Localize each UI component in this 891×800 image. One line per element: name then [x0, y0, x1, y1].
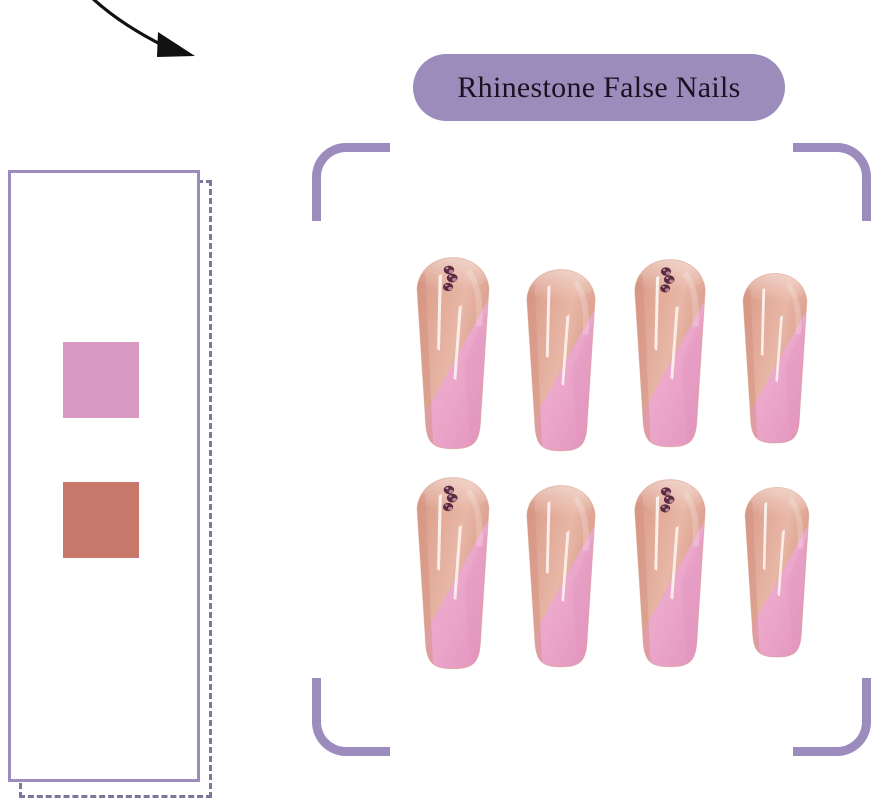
nail-tip-3-row-1: [630, 258, 710, 450]
nail-artwork: [742, 273, 808, 444]
nail-body: [526, 269, 596, 451]
nail-body: [634, 259, 706, 447]
nail-artwork: [634, 479, 706, 668]
nail-body: [526, 485, 596, 667]
rhinestone-cluster: [443, 265, 458, 292]
nail-tip-1-row-2: [412, 476, 494, 672]
nail-tip-2-row-1: [522, 268, 600, 454]
corner-bracket-bottom-right: [793, 678, 871, 756]
nail-artwork: [416, 477, 490, 670]
nail-artwork: [416, 257, 490, 450]
curved-pointer-arrow-icon: [91, 0, 195, 57]
product-title-banner: Rhinestone False Nails: [413, 54, 785, 121]
rhinestone-cluster: [660, 487, 675, 513]
nail-tip-4-row-1: [738, 272, 812, 446]
nail-tip-1-row-1: [412, 256, 494, 452]
nail-tip-2-row-2: [522, 484, 600, 670]
nail-tip-4-row-2: [740, 486, 814, 660]
color-swatch-terracotta: [63, 482, 139, 558]
packaging-solid-outline: [8, 170, 200, 782]
nail-artwork: [634, 259, 706, 448]
corner-bracket-bottom-left: [312, 678, 390, 756]
nail-body: [634, 479, 706, 667]
nail-artwork: [526, 485, 596, 668]
nail-body: [745, 487, 809, 658]
nail-artwork: [744, 487, 810, 658]
nail-artwork: [526, 269, 596, 452]
corner-bracket-top-right: [793, 143, 871, 221]
rhinestone-cluster: [443, 485, 458, 512]
color-swatch-pink: [63, 342, 139, 418]
rhinestone-cluster: [660, 267, 675, 293]
nail-body: [743, 273, 807, 444]
product-title-text: Rhinestone False Nails: [457, 70, 741, 104]
corner-bracket-top-left: [312, 143, 390, 221]
nail-tip-3-row-2: [630, 478, 710, 670]
